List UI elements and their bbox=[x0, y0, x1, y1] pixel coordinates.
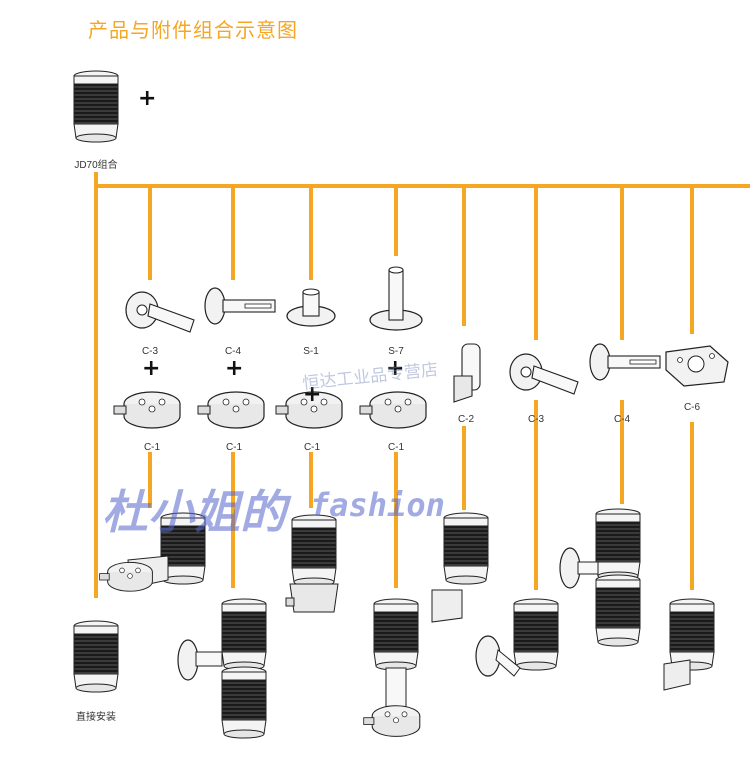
label-base-c1: C-1 bbox=[143, 442, 161, 453]
assembly-6 bbox=[475, 598, 559, 677]
page-title: 产品与附件组合示意图 bbox=[88, 18, 298, 42]
direct-mount-lamp bbox=[73, 620, 119, 693]
label-c4-b: C-4 bbox=[613, 414, 631, 425]
assembly-3 bbox=[285, 514, 339, 613]
bracket-c4-a bbox=[204, 287, 276, 325]
label-c3-a: C-3 bbox=[141, 346, 159, 357]
label-c6: C-6 bbox=[683, 402, 701, 413]
assembly-8 bbox=[663, 598, 715, 691]
assembly-2 bbox=[177, 598, 267, 739]
plus-icon: + bbox=[303, 382, 322, 407]
base-c1-2 bbox=[197, 391, 265, 429]
label-base-c1: C-1 bbox=[303, 442, 321, 453]
plus-icon: + bbox=[138, 86, 157, 111]
label-c2: C-2 bbox=[457, 414, 475, 425]
assembly-5 bbox=[431, 512, 489, 623]
base-c1-4 bbox=[359, 391, 427, 429]
label-base-c1: C-1 bbox=[225, 442, 243, 453]
label-s1: S-1 bbox=[303, 346, 319, 357]
assembly-4 bbox=[363, 598, 421, 737]
bracket-c3-b bbox=[509, 353, 579, 395]
plus-icon: + bbox=[386, 356, 405, 381]
label-c3-b: C-3 bbox=[527, 414, 545, 425]
bracket-c2 bbox=[453, 343, 481, 403]
bracket-c4-b bbox=[589, 343, 661, 381]
label-c4-a: C-4 bbox=[224, 346, 242, 357]
assembly-7 bbox=[559, 508, 641, 647]
base-c1-1 bbox=[113, 391, 181, 429]
label-base-c1: C-1 bbox=[387, 442, 405, 453]
bracket-c3-a bbox=[125, 291, 195, 333]
label-s7: S-7 bbox=[388, 346, 404, 357]
plus-icon: + bbox=[142, 356, 161, 381]
bracket-s7 bbox=[369, 266, 423, 331]
connection-lines bbox=[94, 172, 750, 598]
plus-icon: + bbox=[225, 356, 244, 381]
assembly-1 bbox=[99, 512, 206, 592]
watermark-latin: fashion bbox=[310, 486, 445, 524]
top-lamp-product bbox=[73, 70, 119, 143]
top-product-label: JD70组合 bbox=[74, 160, 118, 171]
bracket-s1 bbox=[286, 288, 336, 327]
bracket-c6 bbox=[665, 345, 729, 387]
direct-mount-label: 直接安装 bbox=[76, 712, 116, 723]
watermark-main: 杜小姐的 bbox=[102, 485, 286, 539]
